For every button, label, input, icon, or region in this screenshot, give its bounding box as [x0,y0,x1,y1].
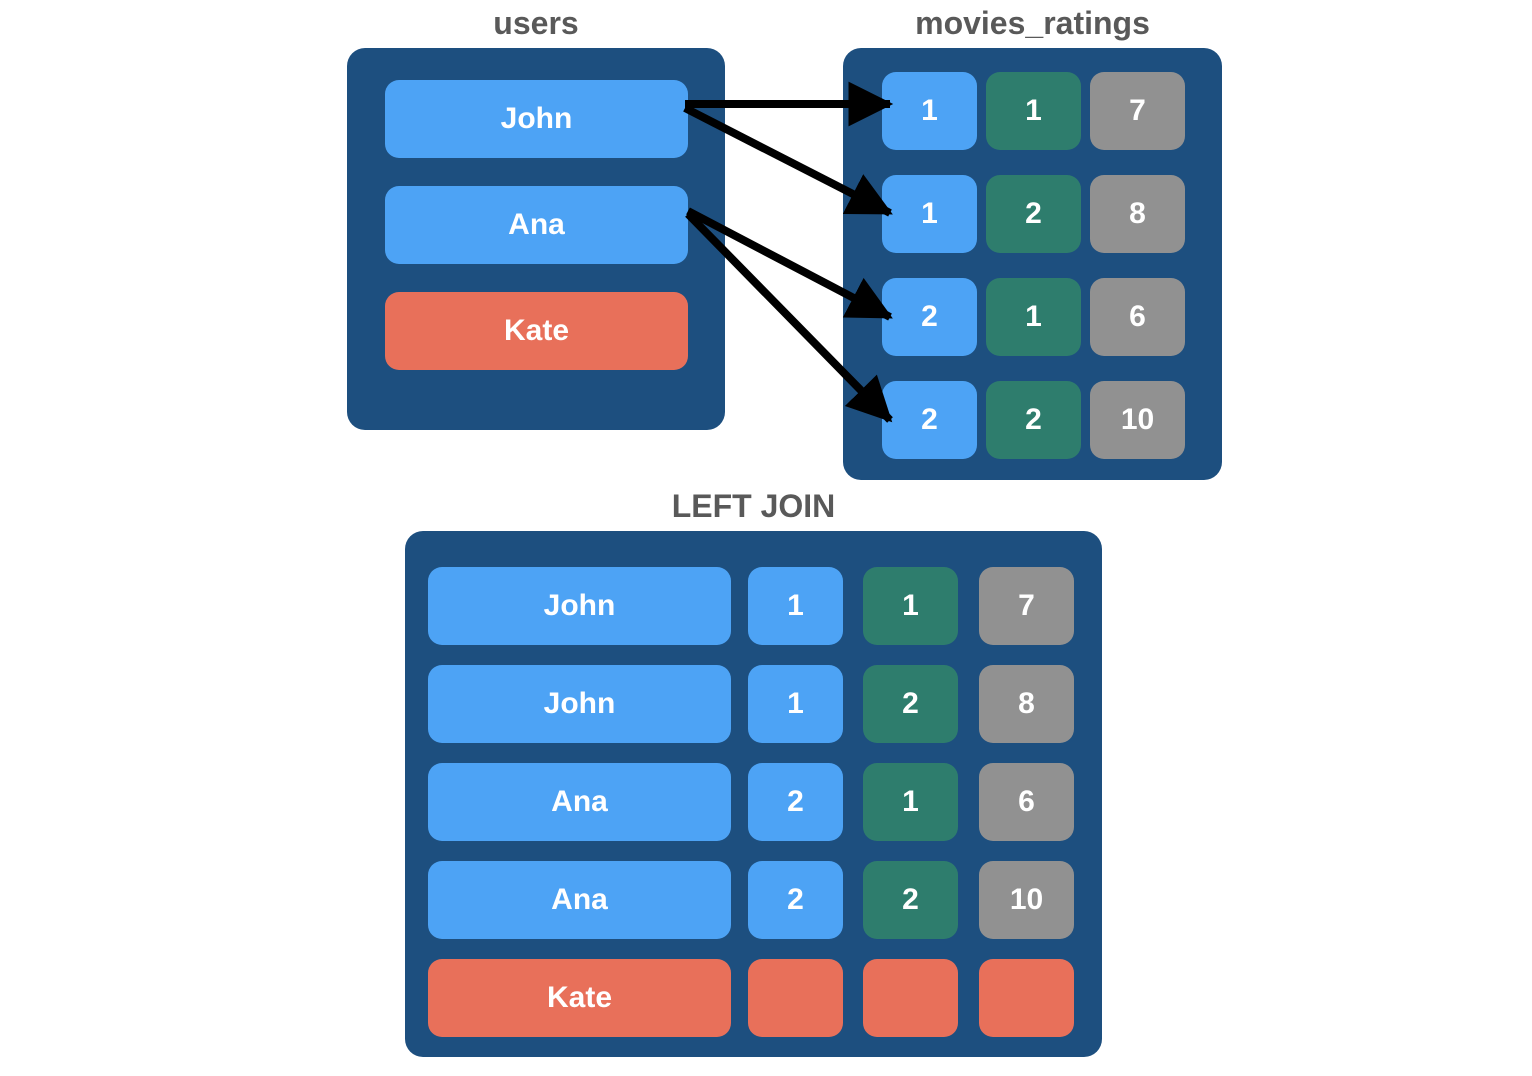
result-r1-name[interactable]: John [428,665,731,743]
result-r4-name[interactable]: Kate [428,959,731,1037]
movies-ratings-table-title: movies_ratings [915,5,1150,41]
result-r0-rating[interactable]: 7 [979,567,1074,645]
mr-r2-user-id[interactable]: 2 [882,278,977,356]
result-r1-rating[interactable]: 8 [979,665,1074,743]
mr-r1-rating[interactable]: 8 [1090,175,1185,253]
result-r2-user-id[interactable]: 2 [748,763,843,841]
mr-r3-rating[interactable]: 10 [1090,381,1185,459]
result-r3-movie-id[interactable]: 2 [863,861,958,939]
result-r3-rating[interactable]: 10 [979,861,1074,939]
result-r4-user-id[interactable] [748,959,843,1037]
result-r1-user-id[interactable]: 1 [748,665,843,743]
mr-r1-movie-id[interactable]: 2 [986,175,1081,253]
movies-ratings-table-panel: 1 1 7 1 2 8 2 1 6 2 2 10 [843,48,1222,480]
result-r3-name[interactable]: Ana [428,861,731,939]
result-r0-movie-id[interactable]: 1 [863,567,958,645]
left-join-label: LEFT JOIN [671,488,836,524]
users-row-kate[interactable]: Kate [385,292,688,370]
result-r4-movie-id[interactable] [863,959,958,1037]
mr-r3-movie-id[interactable]: 2 [986,381,1081,459]
mr-r0-user-id[interactable]: 1 [882,72,977,150]
result-r2-rating[interactable]: 6 [979,763,1074,841]
result-r3-user-id[interactable]: 2 [748,861,843,939]
mr-r0-rating[interactable]: 7 [1090,72,1185,150]
result-r0-name[interactable]: John [428,567,731,645]
users-table-title: users [493,5,579,41]
result-r0-user-id[interactable]: 1 [748,567,843,645]
result-r2-name[interactable]: Ana [428,763,731,841]
mr-r2-rating[interactable]: 6 [1090,278,1185,356]
mr-r1-user-id[interactable]: 1 [882,175,977,253]
result-r2-movie-id[interactable]: 1 [863,763,958,841]
mr-r0-movie-id[interactable]: 1 [986,72,1081,150]
users-row-john[interactable]: John [385,80,688,158]
result-r4-rating[interactable] [979,959,1074,1037]
result-table-panel: John 1 1 7 John 1 2 8 Ana 2 1 6 Ana 2 2 … [405,531,1102,1057]
users-table-panel: John Ana Kate [347,48,725,430]
users-row-ana[interactable]: Ana [385,186,688,264]
mr-r2-movie-id[interactable]: 1 [986,278,1081,356]
result-r1-movie-id[interactable]: 2 [863,665,958,743]
mr-r3-user-id[interactable]: 2 [882,381,977,459]
